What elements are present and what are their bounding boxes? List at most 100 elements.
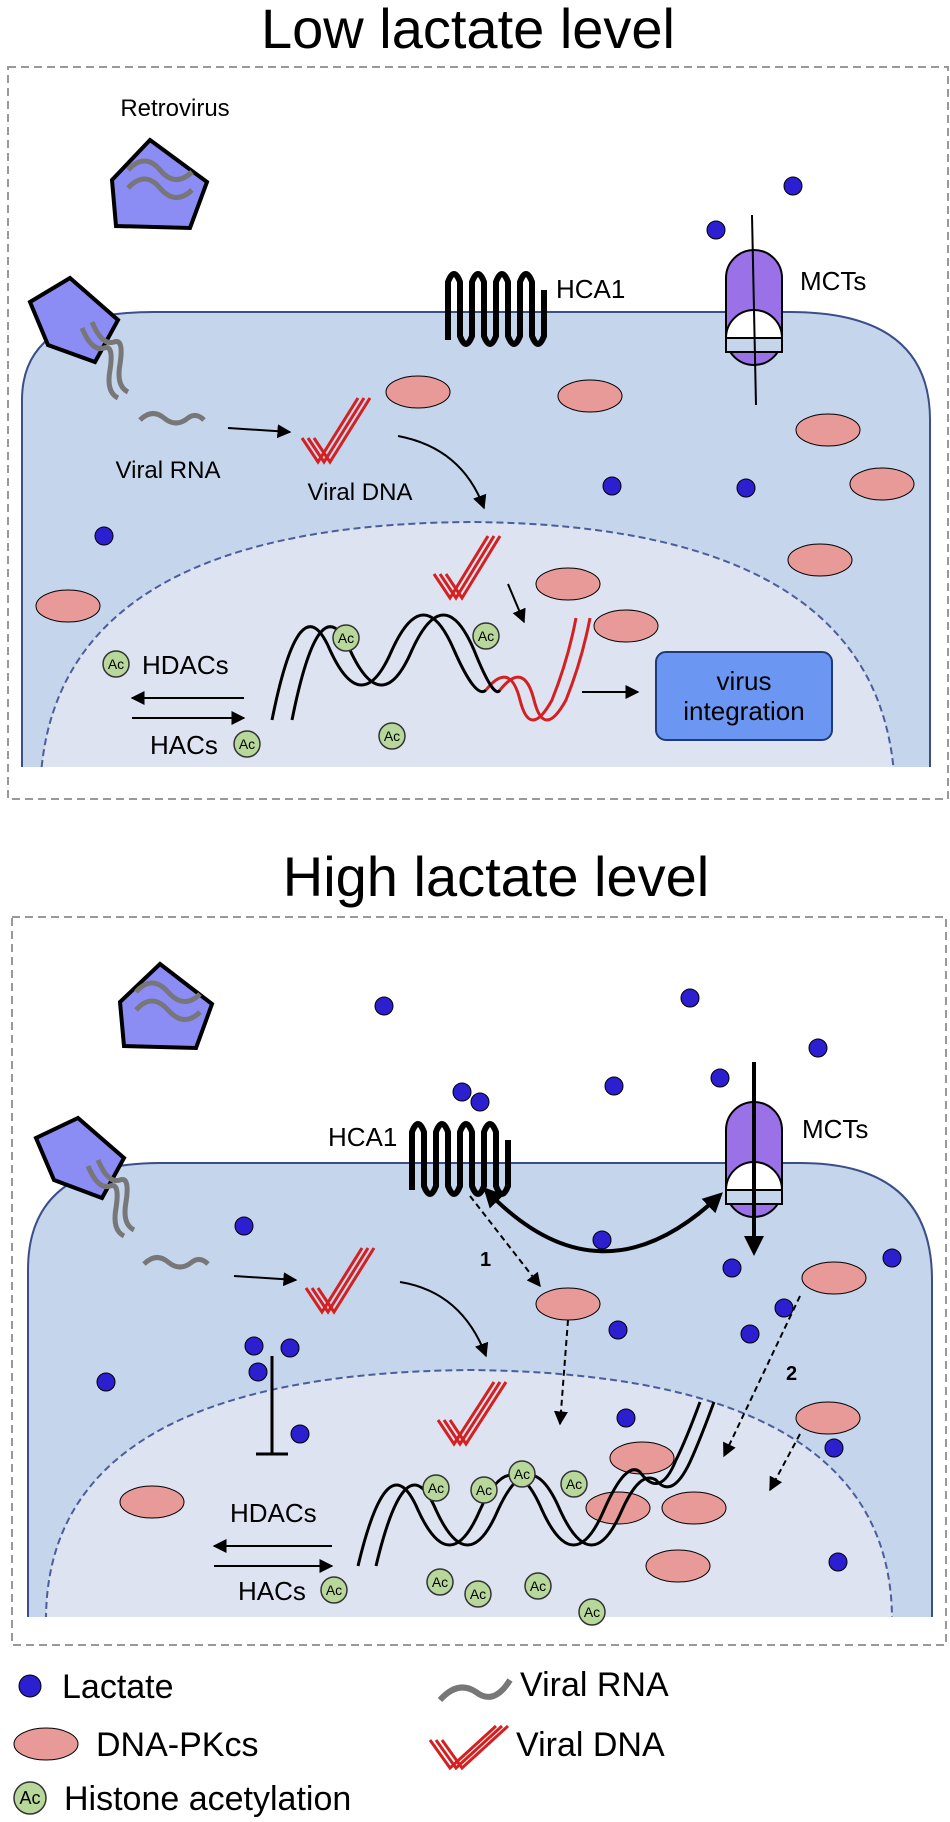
arrow-to-chromatin-low: [507, 583, 526, 624]
ac-mark: [426, 1568, 454, 1596]
mcts-label-high: MCTs: [802, 1114, 868, 1144]
dnapkcs: [535, 1287, 601, 1321]
viral-rna-high: [142, 1255, 210, 1270]
lactate-dot: [244, 1336, 264, 1356]
ac-label: Ac: [478, 628, 494, 644]
lactate-dot: [736, 478, 756, 498]
lactate-dot: [783, 176, 803, 196]
viral-dna-nucleus-low: [432, 535, 502, 601]
ac-label: Ac: [530, 1578, 546, 1594]
lactate-dot: [280, 1338, 300, 1358]
dnapkcs: [849, 467, 915, 501]
dnapkcs: [35, 589, 101, 623]
ac-mark: [102, 650, 130, 678]
ac-label: Ac: [514, 1466, 530, 1482]
ac-label: Ac: [470, 1586, 486, 1602]
dnapkcs: [557, 379, 623, 413]
ac-label: Ac: [566, 1476, 582, 1492]
legend-viral-rna-swatch: [437, 1678, 513, 1703]
legend-viral-rna-label: Viral RNA: [520, 1666, 669, 1704]
lactate-dot: [604, 1076, 624, 1096]
lactate-dot: [96, 1372, 116, 1392]
mct-transporter-high: [724, 1062, 784, 1256]
ac-mark: [378, 722, 406, 750]
ac-mark: [233, 730, 261, 758]
arrow-rna-to-dna-high: [233, 1272, 298, 1287]
legend-dnapkcs-swatch: [13, 1727, 79, 1761]
hdacs-label-low: HDACs: [142, 650, 229, 680]
ac-label: Ac: [432, 1574, 448, 1590]
lactate-dot: [234, 1216, 254, 1236]
dnapkcs: [801, 1261, 867, 1295]
panel-frame-low: [7, 66, 949, 800]
legend-viral-dna-label: Viral DNA: [516, 1726, 665, 1764]
arrow-dna-to-nucleus-high: [399, 1281, 489, 1358]
ac-label: Ac: [476, 1482, 492, 1498]
dnapkcs: [795, 413, 861, 447]
dnapkcs: [535, 567, 601, 601]
ac-label: Ac: [338, 630, 354, 646]
path-1-arrow: [469, 1195, 541, 1288]
ac-mark: [332, 624, 360, 652]
lactate-dot: [608, 1320, 628, 1340]
lactate-dot: [470, 1092, 490, 1112]
ac-label: Ac: [384, 728, 400, 744]
hacs-label-high: HACs: [238, 1576, 306, 1606]
virus-integration-box: [655, 651, 833, 741]
dnapkcs: [645, 1549, 711, 1583]
panel-title-low: Low lactate level: [261, 0, 675, 60]
bound-retrovirus-high: [33, 1115, 136, 1239]
virus-integration-line2: integration: [683, 696, 804, 726]
dnapkcs: [795, 1401, 861, 1435]
ac-label: Ac: [428, 1480, 444, 1496]
viral-dna-high: [304, 1247, 376, 1315]
hca1-mct-crosstalk-arrow: [483, 1187, 723, 1254]
lactate-dot: [592, 1230, 612, 1250]
ac-mark: [470, 1476, 498, 1504]
lactate-dot: [248, 1362, 268, 1382]
ac-mark: [524, 1572, 552, 1600]
ac-label: Ac: [239, 736, 255, 752]
lactate-dot: [774, 1298, 794, 1318]
ac-mark: [578, 1598, 606, 1626]
legend-histone-label: Histone acetylation: [64, 1780, 351, 1818]
lactate-dot: [882, 1248, 902, 1268]
ac-mark: [560, 1470, 588, 1498]
path-1-label: 1: [480, 1249, 491, 1271]
hca1-label-high: HCA1: [328, 1122, 397, 1152]
hca1-receptor-high: [409, 1121, 511, 1197]
retrovirus-particle: [117, 961, 215, 1051]
lactate-dot: [452, 1082, 472, 1102]
lactate-dot: [740, 1324, 760, 1344]
lactate-dot: [722, 1258, 742, 1278]
retrovirus-particle: [109, 137, 210, 231]
ac-label: Ac: [584, 1604, 600, 1620]
lactate-dot: [706, 220, 726, 240]
virus-integration-line1: virus: [717, 666, 772, 696]
dnapkcs-to-nucleus-arrow: [553, 1319, 569, 1426]
lactate-dot: [828, 1552, 848, 1572]
dnapkcs: [661, 1491, 727, 1525]
retrovirus-label: Retrovirus: [120, 95, 229, 122]
ac-label: Ac: [326, 1582, 342, 1598]
legend-lactate-swatch: [18, 1674, 42, 1698]
viral-rna-low: [138, 411, 206, 426]
legend-ac-swatch-label: Ac: [19, 1788, 40, 1808]
dnapkcs: [593, 609, 659, 643]
lactate-dot: [374, 996, 394, 1016]
lactate-dot: [808, 1038, 828, 1058]
viral-dna-label-low: Viral DNA: [308, 479, 413, 506]
dnapkcs-to-chromatin-arrow: [769, 1433, 801, 1492]
mcts-label-low: MCTs: [800, 266, 866, 296]
panel-title-high: High lactate level: [283, 845, 709, 908]
viral-dna-low: [300, 397, 372, 465]
legend-dnapkcs-label: DNA-PKcs: [96, 1726, 258, 1764]
lactate-dot: [602, 476, 622, 496]
lactate-dot: [824, 1438, 844, 1458]
dnapkcs: [119, 1485, 185, 1519]
ac-mark: [508, 1460, 536, 1488]
legend-viral-dna-swatch: [428, 1724, 510, 1771]
legend-lactate-label: Lactate: [62, 1668, 174, 1706]
chromatin-high: [356, 1401, 716, 1567]
chromatin-low: [270, 613, 592, 722]
